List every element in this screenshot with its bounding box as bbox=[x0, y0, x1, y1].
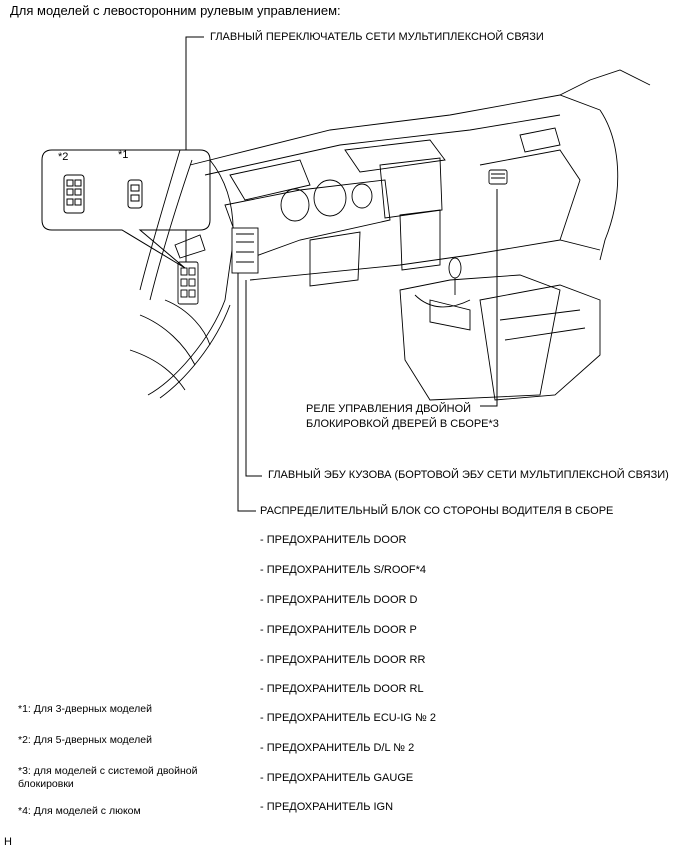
corner-mark: H bbox=[4, 836, 12, 848]
fuse-item: - ПРЕДОХРАНИТЕЛЬ DOOR bbox=[260, 534, 407, 546]
footnote-3-line1: *3: для моделей с системой двойной bbox=[18, 765, 198, 777]
fuse-item: - ПРЕДОХРАНИТЕЛЬ DOOR P bbox=[260, 624, 417, 636]
switch-5door-icon bbox=[63, 174, 85, 214]
fuse-item: - ПРЕДОХРАНИТЕЛЬ IGN bbox=[260, 801, 394, 813]
fuse-item: - ПРЕДОХРАНИТЕЛЬ D/L № 2 bbox=[260, 742, 415, 754]
leader-body-ecu bbox=[245, 280, 262, 477]
fuse-item: - ПРЕДОХРАНИТЕЛЬ GAUGE bbox=[260, 772, 414, 784]
footnote-1: *1: Для 3-дверных моделей bbox=[18, 703, 152, 715]
fuse-item: - ПРЕДОХРАНИТЕЛЬ DOOR D bbox=[260, 594, 418, 606]
door-panel bbox=[129, 149, 234, 399]
label-body-ecu: ГЛАВНЫЙ ЭБУ КУЗОВА (БОРТОВОЙ ЭБУ СЕТИ МУ… bbox=[268, 469, 669, 481]
label-relay-line2: БЛОКИРОВКОЙ ДВЕРЕЙ В СБОРЕ*3 bbox=[306, 418, 499, 430]
fuse-item: - ПРЕДОХРАНИТЕЛЬ DOOR RR bbox=[260, 654, 426, 666]
dashboard bbox=[189, 69, 651, 401]
fuse-item: - ПРЕДОХРАНИТЕЛЬ DOOR RL bbox=[260, 683, 424, 695]
fuse-item: - ПРЕДОХРАНИТЕЛЬ ECU-IG № 2 bbox=[260, 712, 437, 724]
footnote-3-line2: блокировки bbox=[18, 778, 74, 790]
footnote-4: *4: Для моделей с люком bbox=[18, 805, 141, 817]
switch-callout-bubble bbox=[41, 149, 211, 269]
leader-junction-block bbox=[237, 270, 256, 512]
footnote-2: *2: Для 5-дверных моделей bbox=[18, 734, 152, 746]
label-main-switch: ГЛАВНЫЙ ПЕРЕКЛЮЧАТЕЛЬ СЕТИ МУЛЬТИПЛЕКСНО… bbox=[210, 31, 544, 43]
label-relay-line1: РЕЛЕ УПРАВЛЕНИЯ ДВОЙНОЙ bbox=[306, 403, 472, 415]
page-heading: Для моделей с левосторонним рулевым упра… bbox=[10, 3, 341, 18]
fuse-item: - ПРЕДОХРАНИТЕЛЬ S/ROOF*4 bbox=[260, 564, 427, 576]
callout-star1: *1 bbox=[118, 149, 129, 161]
label-junction-block: РАСПРЕДЕЛИТЕЛЬНЫЙ БЛОК СО СТОРОНЫ ВОДИТЕ… bbox=[260, 505, 614, 517]
callout-star2: *2 bbox=[58, 151, 69, 163]
switch-3door-icon bbox=[127, 179, 143, 209]
leader-relay bbox=[480, 189, 498, 407]
